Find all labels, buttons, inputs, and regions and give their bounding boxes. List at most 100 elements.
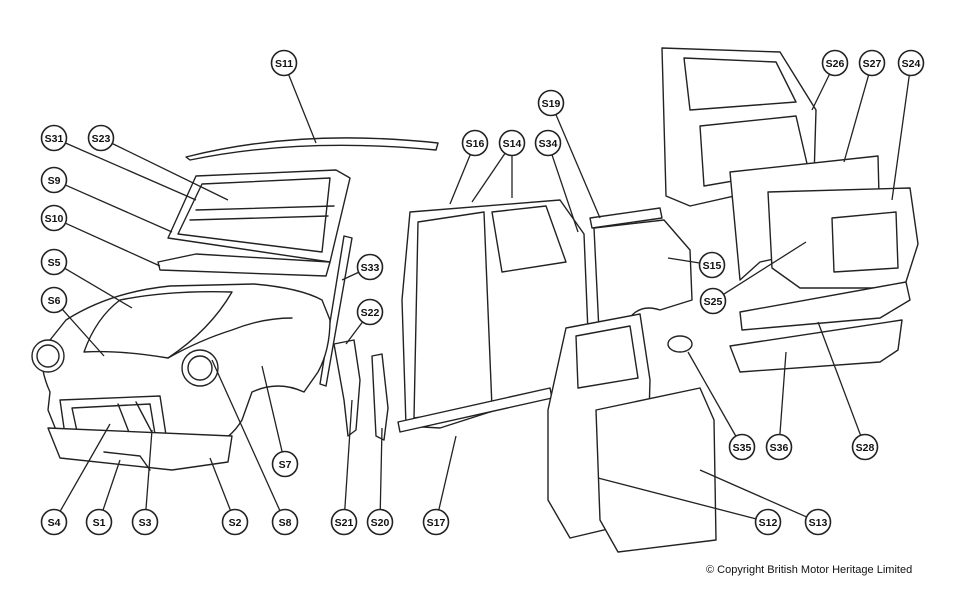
- callout-s25: S25: [699, 287, 727, 315]
- callout-label: S4: [48, 517, 61, 529]
- callout-label: S27: [863, 58, 882, 70]
- callout-label: S1: [93, 517, 106, 529]
- callout-circle: [40, 508, 68, 536]
- roof-strip-part: [185, 137, 439, 161]
- callout-circle: [366, 508, 394, 536]
- leader-line-s34: [551, 154, 579, 233]
- copyright-notice: © Copyright British Motor Heritage Limit…: [706, 564, 913, 576]
- leader-line-s26: [811, 73, 831, 111]
- leader-line-s8: [211, 359, 281, 511]
- callout-circle: [804, 508, 832, 536]
- callout-s26: S26: [821, 49, 849, 77]
- callout-circle: [271, 508, 299, 536]
- callout-circle: [87, 124, 115, 152]
- leader-line-s7: [261, 365, 283, 452]
- leader-line-s25: [723, 241, 807, 295]
- callout-circle: [40, 248, 68, 276]
- leader-line-s1: [102, 459, 121, 511]
- callout-label: S7: [279, 459, 292, 471]
- callout-label: S35: [733, 442, 752, 454]
- leader-line-s21: [344, 399, 353, 510]
- leader-line-s15: [667, 257, 700, 264]
- leader-line-s28: [817, 321, 862, 436]
- callout-s35: S35: [728, 433, 756, 461]
- callout-circle: [534, 129, 562, 157]
- callout-circle: [40, 204, 68, 232]
- callout-label: S17: [427, 517, 446, 529]
- callout-label: S8: [279, 517, 292, 529]
- callout-circle: [537, 89, 565, 117]
- callout-s1: S1: [85, 508, 113, 536]
- callout-circle: [270, 49, 298, 77]
- callout-circle: [698, 251, 726, 279]
- leader-line-s19: [555, 114, 601, 219]
- callout-label: S11: [275, 58, 293, 70]
- callout-s6: S6: [40, 286, 68, 314]
- callout-s11: S11: [270, 49, 298, 77]
- callout-circle: [858, 49, 886, 77]
- callout-label: S22: [361, 307, 380, 319]
- callout-s28: S28: [851, 433, 879, 461]
- leader-line-s27: [843, 74, 870, 163]
- callout-label: S25: [704, 296, 723, 308]
- callout-s10: S10: [40, 204, 68, 232]
- callout-s27: S27: [858, 49, 886, 77]
- fuel-cap-part: [667, 335, 693, 353]
- callout-label: S24: [902, 58, 921, 70]
- callout-s34: S34: [534, 129, 562, 157]
- callout-label: S19: [542, 98, 561, 110]
- leader-line-s17: [438, 435, 457, 510]
- callout-label: S2: [229, 517, 242, 529]
- callout-circle: [897, 49, 925, 77]
- callout-s31: S31: [40, 124, 68, 152]
- callout-label: S13: [809, 517, 828, 529]
- body-side-panel-part: [397, 199, 591, 433]
- callout-circle: [131, 508, 159, 536]
- callout-label: S6: [48, 295, 61, 307]
- leader-line-s11: [288, 74, 317, 144]
- leader-line-s13: [699, 469, 807, 518]
- callout-s4: S4: [40, 508, 68, 536]
- callout-label: S3: [139, 517, 152, 529]
- front-body-shell-part: [31, 283, 331, 471]
- callout-label: S21: [335, 517, 354, 529]
- callout-label: S36: [770, 442, 789, 454]
- callout-circle: [498, 129, 526, 157]
- callout-s20: S20: [366, 508, 394, 536]
- callout-circle: [821, 49, 849, 77]
- callout-s16: S16: [461, 129, 489, 157]
- callout-s17: S17: [422, 508, 450, 536]
- callout-circle: [461, 129, 489, 157]
- callout-s5: S5: [40, 248, 68, 276]
- leader-line-s36: [779, 351, 787, 435]
- callout-label: S10: [45, 213, 64, 225]
- front-pillar-panel-part: [371, 353, 389, 441]
- callout-s19: S19: [537, 89, 565, 117]
- callout-s23: S23: [87, 124, 115, 152]
- leader-line-s9: [65, 184, 173, 233]
- callout-circle: [356, 298, 384, 326]
- callout-s7: S7: [271, 450, 299, 478]
- callout-circle: [40, 286, 68, 314]
- door-panels-part: [547, 313, 717, 553]
- callout-label: S15: [703, 260, 722, 272]
- callout-s2: S2: [221, 508, 249, 536]
- callout-label: S26: [826, 58, 845, 70]
- callout-s22: S22: [356, 298, 384, 326]
- inner-panel-part: [333, 339, 361, 437]
- callout-s3: S3: [131, 508, 159, 536]
- callout-s24: S24: [897, 49, 925, 77]
- rear-valance-part: [729, 281, 911, 373]
- callout-label: S20: [371, 517, 390, 529]
- leader-line-s35: [687, 351, 737, 437]
- leader-line-s6: [61, 308, 105, 357]
- callout-label: S34: [539, 138, 558, 150]
- callout-circle: [221, 508, 249, 536]
- callout-label: S23: [92, 133, 111, 145]
- callout-label: S5: [48, 257, 61, 269]
- leader-line-s20: [379, 427, 383, 510]
- leader-line-s2: [209, 457, 232, 511]
- leader-line-s31: [65, 142, 197, 201]
